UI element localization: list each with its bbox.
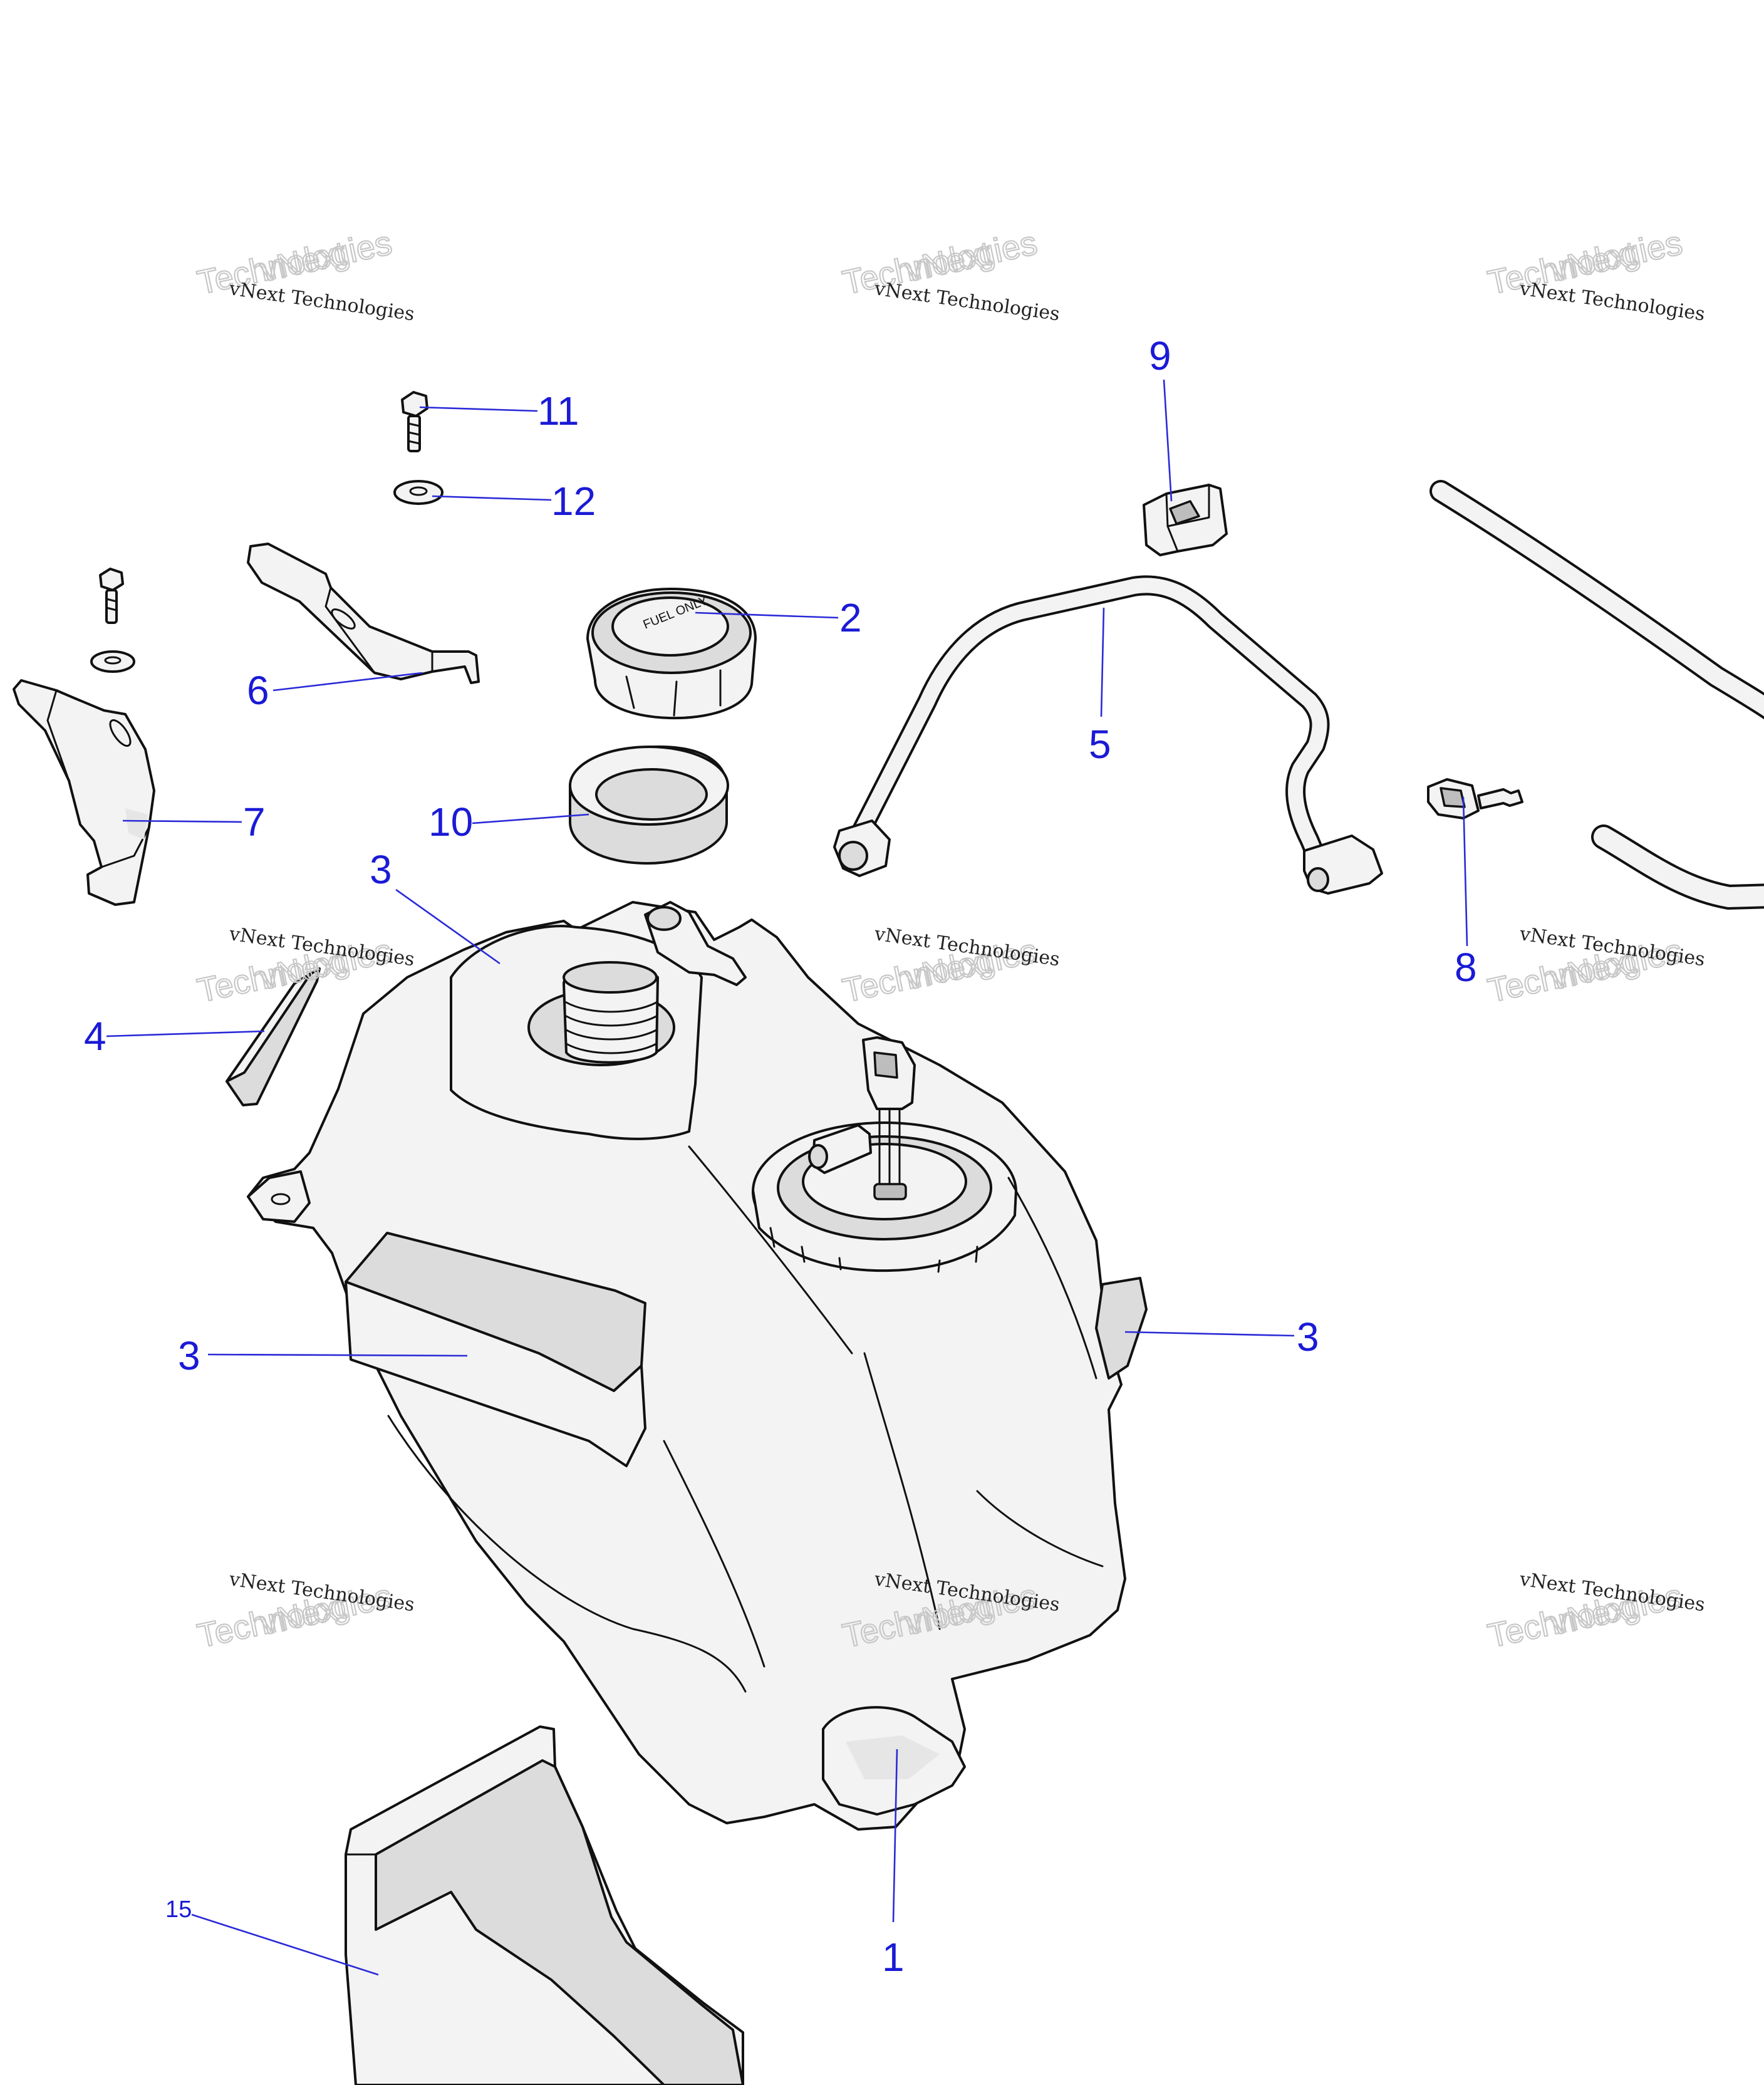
leader-2 <box>695 611 839 619</box>
bolt-bracket-7 <box>90 568 135 673</box>
watermark-bottom-right: Technologies vNext vNext Technologies <box>1484 1568 1706 1656</box>
leader-12 <box>432 495 552 501</box>
leader-3c <box>207 1353 468 1357</box>
callout-8: 8 <box>1455 945 1477 990</box>
connector-part-8 <box>1427 778 1523 819</box>
leader-3b <box>1124 1331 1295 1337</box>
foam-pad-part-4 <box>226 967 321 1106</box>
fuel-tank-part-1 <box>247 901 1148 1831</box>
watermark-bottom-left: Technologies vNext vNext Technologies <box>194 1568 416 1656</box>
svg-text:vNext: vNext <box>902 234 995 289</box>
callout-11: 11 <box>537 388 579 434</box>
callout-3-left: 3 <box>178 1333 200 1378</box>
callout-12: 12 <box>551 479 596 524</box>
leader-6 <box>272 672 423 692</box>
leader-1 <box>892 1749 898 1923</box>
callout-labels: 11 12 9 2 6 5 7 10 3 8 4 3 3 15 1 <box>84 333 1477 1980</box>
leader-8 <box>1462 796 1468 947</box>
gasket-ring-part-10 <box>569 745 729 865</box>
leader-4 <box>106 1030 265 1037</box>
callout-15: 15 <box>165 1896 192 1923</box>
callout-6: 6 <box>247 668 269 713</box>
callout-9: 9 <box>1149 333 1171 378</box>
clip-part-9 <box>1143 484 1228 556</box>
bracket-part-6 <box>247 543 480 684</box>
bolt-part-11 <box>401 391 428 452</box>
vent-hose-upper <box>1429 480 1764 720</box>
leader-9 <box>1163 379 1173 502</box>
leader-15 <box>191 1913 379 1976</box>
leader-10 <box>472 813 589 824</box>
callout-5: 5 <box>1089 722 1111 767</box>
svg-text:vNext: vNext <box>1547 234 1640 289</box>
svg-text:vNext Technologies: vNext Technologies <box>1518 278 1706 325</box>
callout-3-top: 3 <box>370 847 392 892</box>
watermark-top-left: Technologies vNext vNext Technologies <box>194 223 416 325</box>
watermark-top-right: Technologies vNext vNext Technologies <box>1484 223 1706 325</box>
callout-1: 1 <box>882 1935 905 1980</box>
callout-2: 2 <box>839 595 862 640</box>
fuel-cap-part-2: FUEL ONLY <box>586 588 757 720</box>
leader-3a <box>395 888 501 965</box>
heat-shield-part-15 <box>345 1725 744 2085</box>
leader-11 <box>419 406 538 412</box>
callout-3-right: 3 <box>1297 1314 1319 1360</box>
leader-5 <box>1100 607 1105 717</box>
svg-text:vNext Technologies: vNext Technologies <box>227 278 416 325</box>
leader-lines <box>106 379 1468 1976</box>
leader-7 <box>122 819 242 823</box>
bracket-part-7 <box>13 679 155 906</box>
watermark-middle-right: Technologies vNext vNext Technologies <box>1484 923 1706 1011</box>
svg-text:vNext Technologies: vNext Technologies <box>873 278 1061 325</box>
vent-hose-lower <box>1591 824 1764 910</box>
callout-4: 4 <box>84 1014 106 1059</box>
washer-part-12 <box>393 480 444 505</box>
callout-7: 7 <box>243 799 266 845</box>
svg-text:vNext: vNext <box>257 234 350 289</box>
watermark-top-center: Technologies vNext vNext Technologies <box>839 223 1061 325</box>
fuel-line-part-5 <box>833 575 1383 895</box>
watermark-middle-center: Technologies vNext vNext Technologies <box>839 923 1061 1011</box>
callout-10: 10 <box>428 799 473 845</box>
